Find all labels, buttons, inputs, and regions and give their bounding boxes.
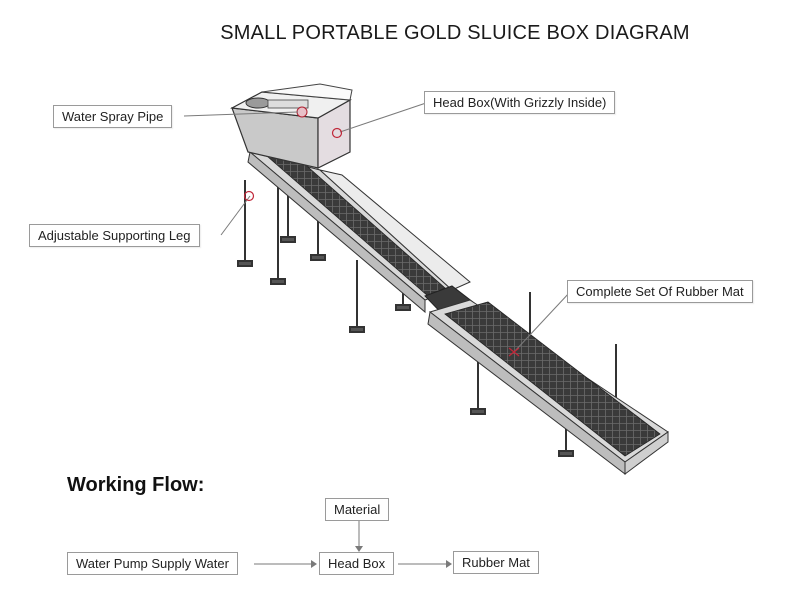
callout-markers (243, 127, 520, 357)
upper-sluice-section (247, 149, 471, 314)
flow-material-box: Material (325, 498, 390, 521)
callout-leaders (183, 102, 571, 353)
lower-sluice-section (427, 299, 669, 476)
support-legs (237, 170, 617, 457)
flow-water-pump-box: Water Pump Supply Water (67, 552, 238, 575)
working-flow-heading: Working Flow: (67, 474, 205, 496)
rubber-mat-label: Complete Set Of Rubber Mat (567, 280, 753, 303)
head-box-label: Head Box(With Grizzly Inside) (424, 91, 616, 114)
flow-head-box: Head Box (319, 552, 395, 575)
page-title: SMALL PORTABLE GOLD SLUICE BOX DIAGRAM (220, 22, 690, 44)
head-box (230, 83, 353, 169)
flow-connectors (254, 520, 452, 568)
flow-rubber-mat-box: Rubber Mat (453, 551, 539, 574)
water-spray-pipe-label: Water Spray Pipe (53, 105, 173, 128)
supporting-leg-label: Adjustable Supporting Leg (29, 224, 200, 247)
